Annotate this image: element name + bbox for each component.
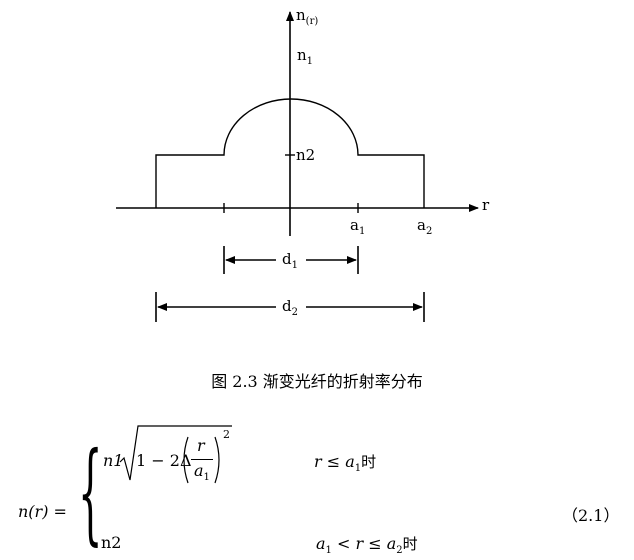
a1-sub: 1: [358, 226, 366, 237]
case1-cond-sub: 1: [354, 463, 362, 474]
refractive-index-diagram: [116, 11, 479, 322]
case2-cond-a: a: [316, 534, 326, 553]
d2-label: d2: [282, 297, 298, 318]
fraction-numerator: r: [197, 436, 205, 455]
n2-label: n2: [296, 146, 316, 164]
case2-cond-a-sub: 1: [325, 545, 332, 556]
equation-number: （2.1）: [562, 506, 620, 525]
n1-letter: n: [297, 46, 307, 64]
case2-cond-suffix: 时: [402, 535, 418, 553]
equation-lhs: n(r) =: [18, 502, 67, 521]
d1-letter: d: [282, 250, 292, 268]
a2-label: a2: [417, 216, 433, 237]
fraction-bar: [191, 459, 213, 460]
case2-condition: a1 < r ≤ a2时: [316, 533, 418, 556]
left-paren: [183, 436, 189, 484]
case2-cond-mid: < r ≤ a: [331, 534, 397, 553]
right-paren: [214, 436, 220, 484]
d1-label: d1: [282, 250, 298, 271]
a1-letter: a: [350, 216, 359, 234]
figure-caption: 图 2.3 渐变光纤的折射率分布: [211, 372, 423, 391]
sqrt-radical-sign: [119, 425, 232, 481]
case1-cond-suffix: 时: [361, 453, 377, 471]
exponent: 2: [223, 428, 230, 441]
fraction-den-letter: a: [194, 461, 204, 480]
r-axis-label: r: [482, 196, 490, 214]
n1-sub: 1: [306, 56, 314, 67]
case1-coefficient: n1: [103, 451, 124, 470]
case1-cond-text: r ≤ a: [314, 452, 355, 471]
d2-sub: 2: [291, 307, 298, 318]
a2-letter: a: [417, 216, 426, 234]
fraction-denominator: a1: [194, 461, 210, 483]
index-profile-curve: [155, 98, 425, 208]
case1-condition: r ≤ a1时: [314, 451, 377, 474]
case2-cond-sub: 2: [396, 545, 403, 556]
n1-label: n1: [297, 46, 314, 67]
left-brace: {: [78, 428, 103, 556]
fraction-den-sub: 1: [203, 472, 210, 483]
a1-label: a1: [350, 216, 366, 237]
n-axis-sub: (r): [305, 16, 319, 27]
case2-value: n2: [101, 533, 122, 552]
n-axis-label: n(r): [296, 6, 319, 27]
d1-sub: 1: [291, 260, 298, 271]
n-axis-letter: n: [296, 6, 306, 24]
case1-one-minus: 1 − 2Δ: [136, 451, 192, 470]
d2-letter: d: [282, 297, 292, 315]
a2-sub: 2: [425, 226, 433, 237]
